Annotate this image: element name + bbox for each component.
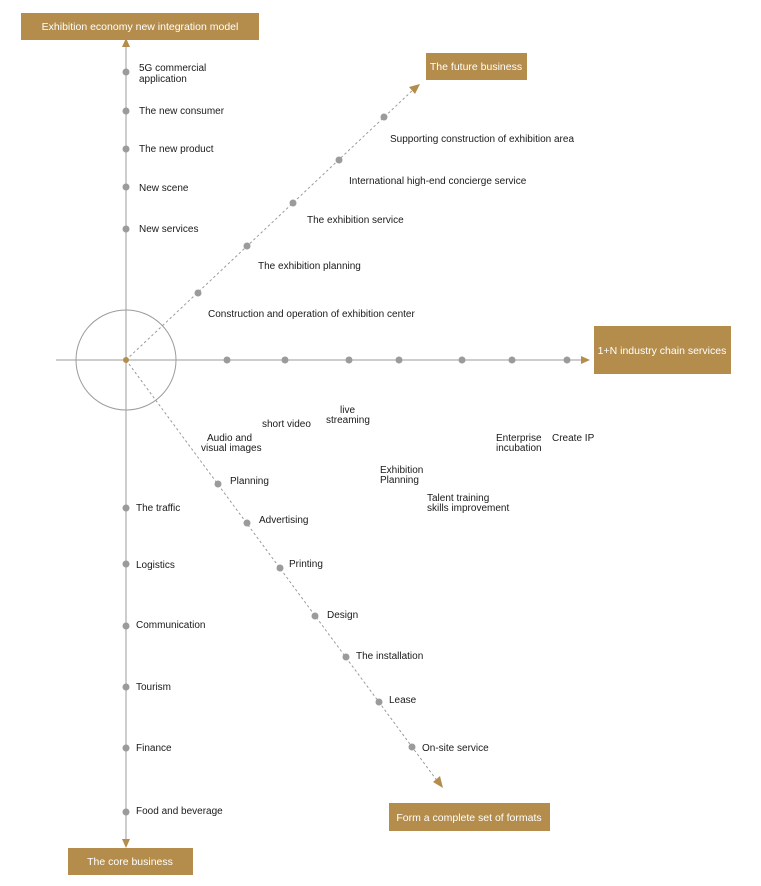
chain-label: short video <box>262 419 311 430</box>
center-point <box>123 357 129 363</box>
center-circle <box>75 309 177 411</box>
up-label: The new product <box>139 144 214 155</box>
future-business-axis <box>125 88 415 361</box>
core-label: Logistics <box>136 560 175 571</box>
box-formats-label: Form a complete set of formats <box>396 812 541 824</box>
core-label: Communication <box>136 620 205 631</box>
industry-chain-dots <box>223 356 571 364</box>
chain-label-line: incubation <box>496 443 542 454</box>
chain-label-line: live <box>340 405 355 416</box>
core-label: Tourism <box>136 682 171 693</box>
formats-dot <box>311 612 319 620</box>
formats-axis <box>125 359 439 783</box>
box-future-label: The future business <box>430 61 522 73</box>
formats-label: Advertising <box>259 515 308 526</box>
core-label: Finance <box>136 743 172 754</box>
formats-label: Planning <box>230 476 269 487</box>
up-dot <box>122 145 130 153</box>
up-dot <box>122 107 130 115</box>
chain-label-line: Enterprise <box>496 433 542 444</box>
up-label-line: 5G commercial <box>139 63 206 74</box>
future-axis-items: Supporting construction of exhibition ar… <box>194 113 574 320</box>
formats-dot <box>243 519 251 527</box>
chain-label: Create IP <box>552 433 595 444</box>
core-dot <box>122 560 130 568</box>
up-dot <box>122 68 130 76</box>
chain-dot <box>395 356 403 364</box>
chain-label-line: streaming <box>326 415 370 426</box>
core-dot <box>122 808 130 816</box>
core-dot <box>122 622 130 630</box>
chain-dot <box>281 356 289 364</box>
core-label: Food and beverage <box>136 806 223 817</box>
core-axis-items: The traffic Logistics Communication Tour… <box>122 503 223 817</box>
future-label: The exhibition service <box>307 215 404 226</box>
chain-label-line: Planning <box>380 475 419 486</box>
core-dot <box>122 683 130 691</box>
formats-label: Design <box>327 610 358 621</box>
future-dot <box>194 289 202 297</box>
chain-label-line: Audio and <box>207 433 252 444</box>
future-label: Supporting construction of exhibition ar… <box>390 134 574 145</box>
box-top: Exhibition economy new integration model <box>21 13 259 40</box>
chain-label-line: visual images <box>201 443 262 454</box>
core-dot <box>122 504 130 512</box>
chain-label-line: skills improvement <box>427 503 509 514</box>
core-dot <box>122 744 130 752</box>
box-formats: Form a complete set of formats <box>389 803 550 831</box>
chain-dot <box>458 356 466 364</box>
chain-dot <box>508 356 516 364</box>
future-label: International high-end concierge service <box>349 176 527 187</box>
chain-label-line: Talent training <box>427 493 489 504</box>
box-core: The core business <box>68 848 193 875</box>
arrow-up-right-icon <box>409 84 420 94</box>
future-label: Construction and operation of exhibition… <box>208 309 415 320</box>
up-label: The new consumer <box>139 106 225 117</box>
up-label: New services <box>139 224 198 235</box>
formats-label: On-site service <box>422 743 489 754</box>
box-right: 1+N industry chain services <box>594 326 731 374</box>
arrow-right-icon <box>581 356 590 364</box>
box-top-label: Exhibition economy new integration model <box>42 21 239 33</box>
chain-label-line: Exhibition <box>380 465 423 476</box>
up-dot <box>122 225 130 233</box>
formats-label: Printing <box>289 559 323 570</box>
arrow-down-icon <box>122 839 130 848</box>
up-label: New scene <box>139 183 189 194</box>
future-dot <box>380 113 388 121</box>
formats-label: The installation <box>356 651 423 662</box>
up-label-line: application <box>139 74 187 85</box>
formats-dot <box>276 564 284 572</box>
arrow-up-icon <box>122 38 130 47</box>
formats-dot <box>375 698 383 706</box>
formats-axis-items: Planning Advertising Printing Design The… <box>214 476 489 754</box>
core-label: The traffic <box>136 503 180 514</box>
arrow-down-right-icon <box>433 776 443 788</box>
chain-dot <box>223 356 231 364</box>
up-dot <box>122 183 130 191</box>
chain-dot <box>563 356 571 364</box>
formats-dot <box>342 653 350 661</box>
formats-dot <box>408 743 416 751</box>
future-label: The exhibition planning <box>258 261 361 272</box>
box-future: The future business <box>426 53 527 80</box>
future-dot <box>289 199 297 207</box>
box-core-label: The core business <box>87 856 173 868</box>
formats-dot <box>214 480 222 488</box>
box-right-label: 1+N industry chain services <box>598 345 727 357</box>
future-dot <box>243 242 251 250</box>
chain-dot <box>345 356 353 364</box>
future-dot <box>335 156 343 164</box>
formats-label: Lease <box>389 695 417 706</box>
